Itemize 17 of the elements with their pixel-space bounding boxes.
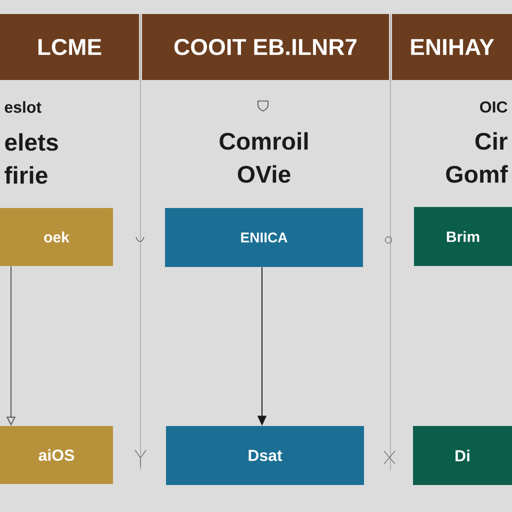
- column-text: Cir: [475, 132, 508, 150]
- header-band: ENIHAY: [392, 14, 512, 80]
- process-box: aiOS: [0, 426, 113, 484]
- header-band: COOIT EB.ILNR7: [142, 14, 389, 80]
- column-text: OVie: [238, 165, 290, 183]
- column-text: eslot: [4, 101, 42, 113]
- process-box: Brim: [414, 207, 512, 266]
- process-box: ENIICA: [165, 208, 363, 267]
- process-box: oek: [0, 208, 113, 266]
- column-text: OIC: [480, 101, 508, 113]
- process-box: Di: [413, 426, 512, 485]
- column-text: Comroil: [220, 132, 308, 150]
- column-text: elets: [5, 133, 58, 151]
- header-band: LCME: [0, 14, 139, 80]
- process-box: Dsat: [166, 426, 364, 485]
- column-text: Gomf: [446, 165, 508, 183]
- column-text: firie: [4, 166, 48, 184]
